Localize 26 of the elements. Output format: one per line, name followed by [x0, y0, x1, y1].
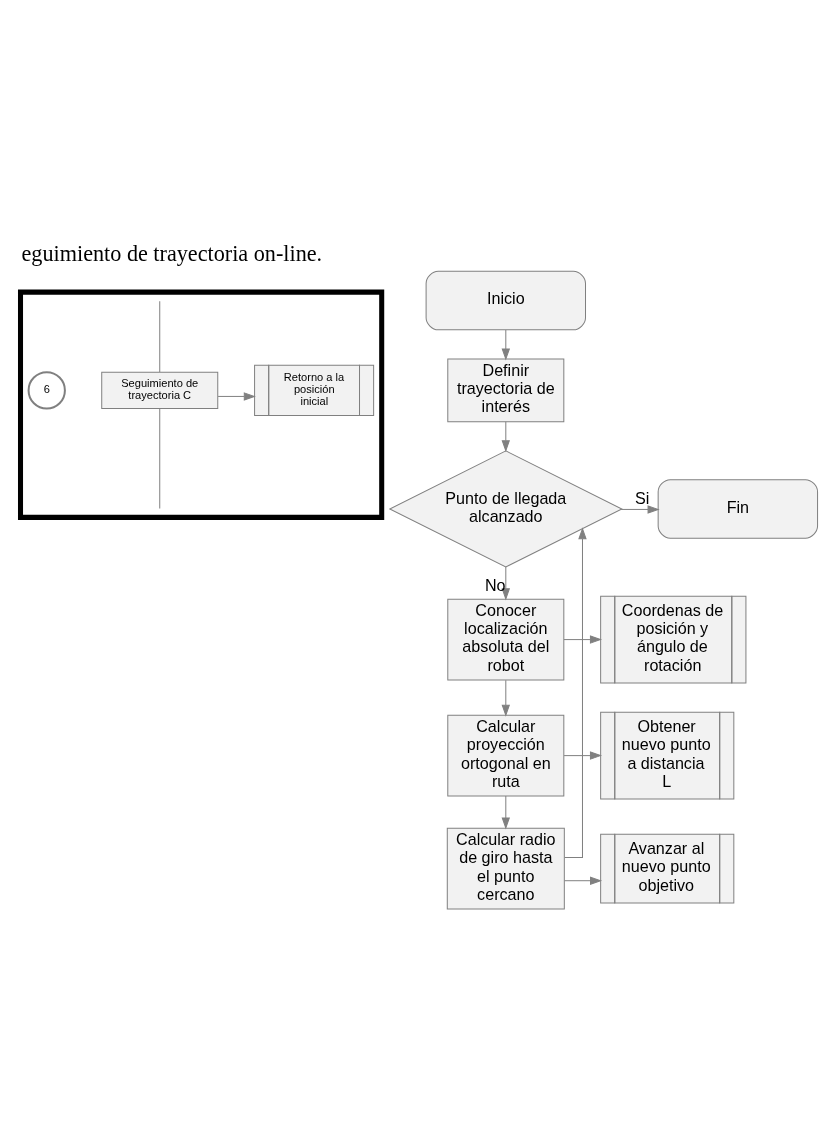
node-box: Calcular radio de giro hasta el punto cercano: [446, 827, 565, 909]
arrow: [501, 566, 511, 600]
node-box: Calcular proyección ortogonal en ruta: [447, 714, 565, 796]
cluster: [18, 289, 385, 520]
node-diamond: Punto de llegada alcanzado: [388, 449, 623, 567]
arrow: [564, 875, 603, 885]
connector: [159, 300, 161, 373]
edge-label: Si: [635, 488, 650, 507]
arrow: [620, 504, 660, 514]
node-box: Inicio: [425, 270, 586, 330]
arrow: [563, 750, 603, 760]
connector: [159, 407, 161, 509]
node-box: Conocer localización absoluta del robot: [447, 598, 565, 680]
arrow: [564, 526, 587, 858]
arrow: [563, 634, 603, 644]
node-box: Seguimiento de trayectoria C: [101, 371, 219, 409]
diagram-title: eguimiento de trayectoria on-line.: [21, 240, 323, 266]
arrow: [217, 391, 256, 401]
edge-label: No: [484, 575, 506, 594]
node-box: Definir trayectoria de interés: [447, 358, 565, 422]
arrow: [501, 795, 511, 830]
arrow: [501, 420, 511, 452]
node-circle: 6: [27, 370, 66, 410]
arrow: [501, 328, 511, 361]
arrow: [501, 679, 511, 717]
node-box: Fin: [657, 478, 819, 539]
